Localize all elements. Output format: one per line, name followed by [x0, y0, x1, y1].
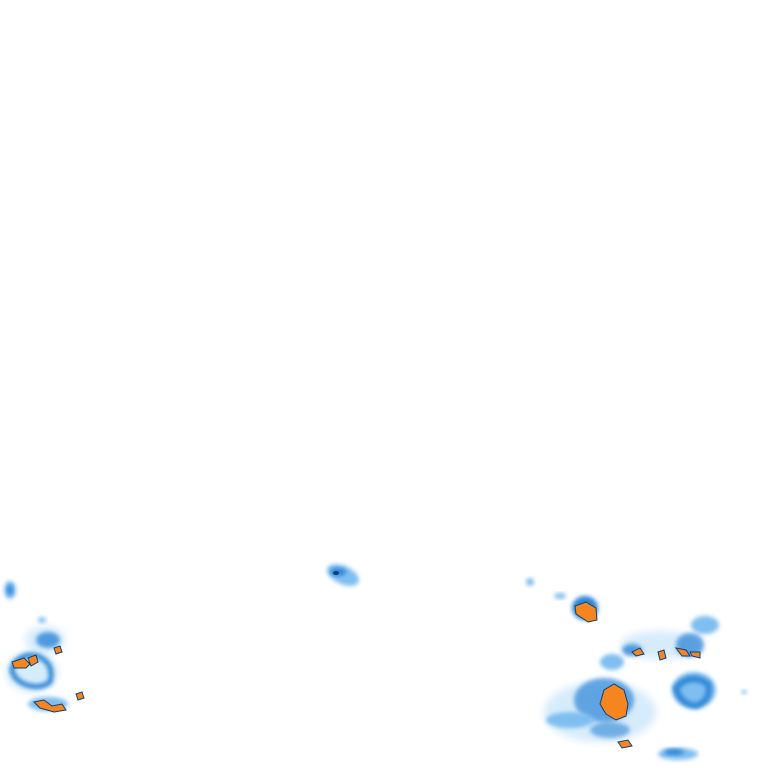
precip-cell-far-left	[4, 581, 16, 599]
precip-cell-center	[327, 564, 359, 586]
precip-cell-left-cluster	[6, 617, 85, 713]
precip-cell-right-cluster	[526, 578, 747, 760]
